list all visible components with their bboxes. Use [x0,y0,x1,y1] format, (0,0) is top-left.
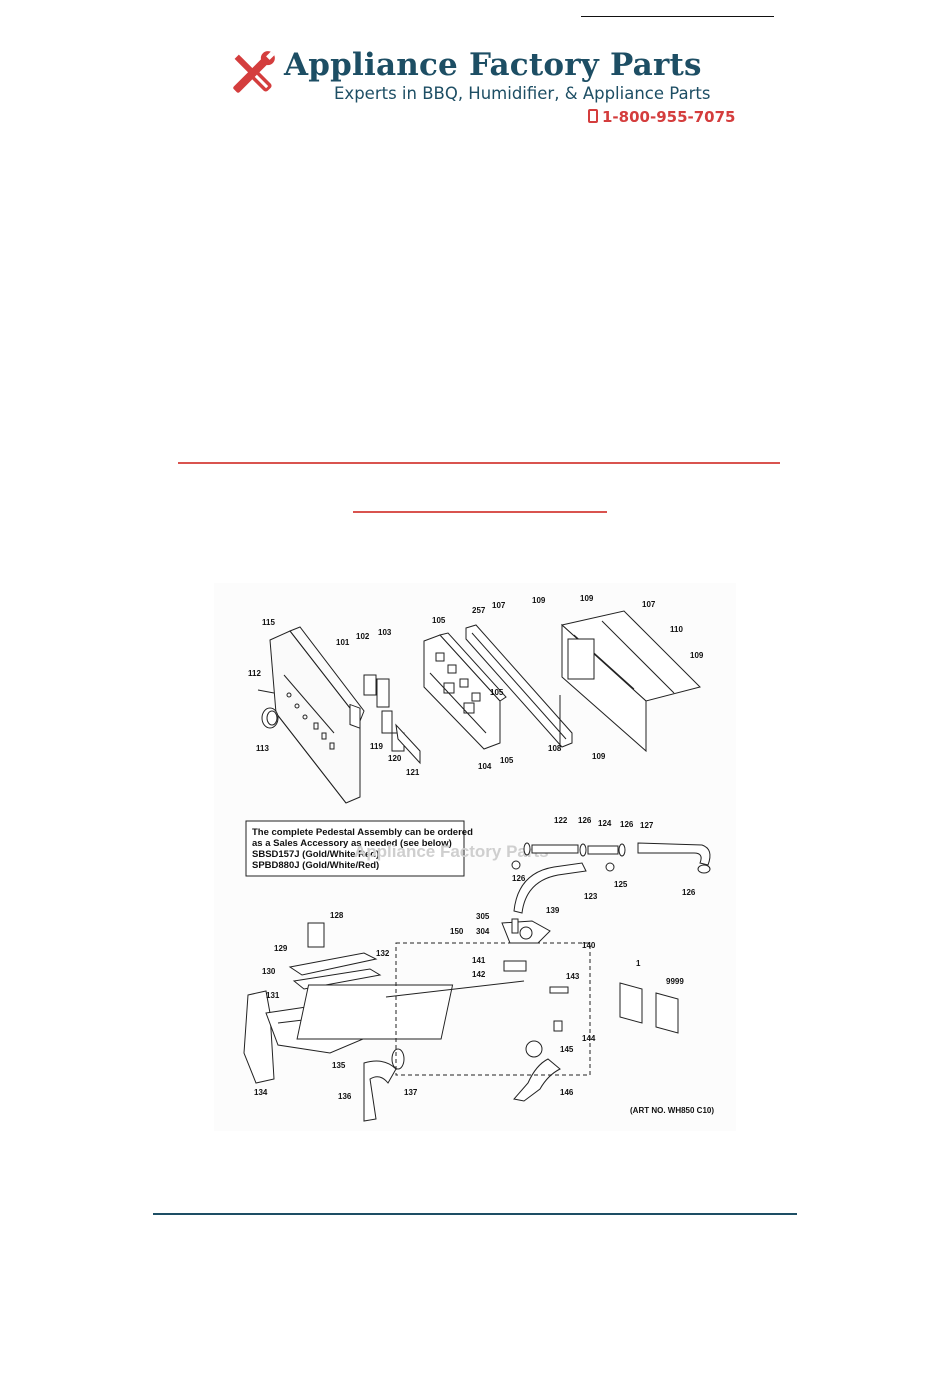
label-150: 150 [450,927,464,936]
pedestal-parts [243,918,679,1122]
label-140: 140 [582,941,596,950]
label-135: 135 [332,1061,346,1070]
control-board-part [423,632,507,750]
note-line-4: SPBD880J (Gold/White/Red) [252,860,379,871]
exploded-parts-diagram: The complete Pedestal Assembly can be or… [214,583,736,1131]
label-145: 145 [560,1045,574,1054]
note-line-2: as a Sales Accessory as needed (see belo… [252,838,452,849]
label-104: 104 [478,762,492,771]
label-121: 121 [406,768,420,777]
title-underline-red [353,511,607,513]
label-137: 137 [404,1088,418,1097]
label-130: 130 [262,967,276,976]
note-line-3: SBSD157J (Gold/White/Red) [252,849,379,860]
label-126-b: 126 [620,820,634,829]
label-108: 108 [548,744,562,753]
phone-icon [588,109,598,123]
hose-parts [511,842,711,914]
top-rule [581,16,774,17]
label-105-b: 105 [490,688,504,697]
label-9999: 9999 [666,977,684,986]
label-128: 128 [330,911,344,920]
section-divider-red [178,462,780,464]
label-109-d: 109 [592,752,606,761]
label-139: 139 [546,906,560,915]
label-129: 129 [274,944,288,953]
label-134: 134 [254,1088,268,1097]
label-109-a: 109 [532,596,546,605]
phone-text: 1-800-955-7075 [602,108,736,126]
label-126-c: 126 [512,874,526,883]
footer-divider-blue [153,1213,797,1215]
label-124: 124 [598,819,612,828]
label-109-b: 109 [580,594,594,603]
label-144: 144 [582,1034,596,1043]
note-line-1: The complete Pedestal Assembly can be or… [252,827,473,838]
label-113: 113 [256,744,269,753]
label-126-d: 126 [682,888,696,897]
label-107-a: 107 [492,601,506,610]
art-number: (ART NO. WH850 C10) [630,1106,714,1115]
top-cover-part [560,610,701,753]
label-110: 110 [670,625,683,634]
brand-tagline: Experts in BBQ, Humidifier, & Appliance … [334,84,711,103]
label-132: 132 [376,949,390,958]
label-102: 102 [356,632,370,641]
label-109-c: 109 [690,651,704,660]
phone-number[interactable]: 1-800-955-7075 [588,108,735,126]
switch-parts [349,674,421,765]
part-number-labels: 115 112 113 101 102 103 119 120 121 105 … [248,594,714,1115]
label-143: 143 [566,972,580,981]
label-146: 146 [560,1088,574,1097]
label-101: 101 [336,638,350,647]
label-141: 141 [472,956,486,965]
label-125: 125 [614,880,628,889]
label-122: 122 [554,816,568,825]
label-112: 112 [248,669,261,678]
label-136: 136 [338,1092,352,1101]
brand-title: Appliance Factory Parts [284,47,702,83]
label-103: 103 [378,628,392,637]
label-257: 257 [472,606,486,615]
label-119: 119 [370,742,383,751]
label-105-a: 105 [432,616,446,625]
knob-part [257,689,279,729]
rail-part [465,624,573,748]
pedestal-note-box: The complete Pedestal Assembly can be or… [245,820,473,877]
label-105-c: 105 [500,756,514,765]
label-115: 115 [262,618,275,627]
label-120: 120 [388,754,402,763]
front-panel-part [269,626,365,804]
label-304: 304 [476,927,490,936]
label-127: 127 [640,821,654,830]
label-131: 131 [266,991,280,1000]
label-126-a: 126 [578,816,592,825]
label-305: 305 [476,912,490,921]
wrench-screwdriver-icon [233,51,275,93]
watermark: Appliance Factory Parts [354,842,549,861]
label-142: 142 [472,970,486,979]
label-123: 123 [584,892,598,901]
label-1: 1 [636,959,641,968]
label-107-b: 107 [642,600,656,609]
